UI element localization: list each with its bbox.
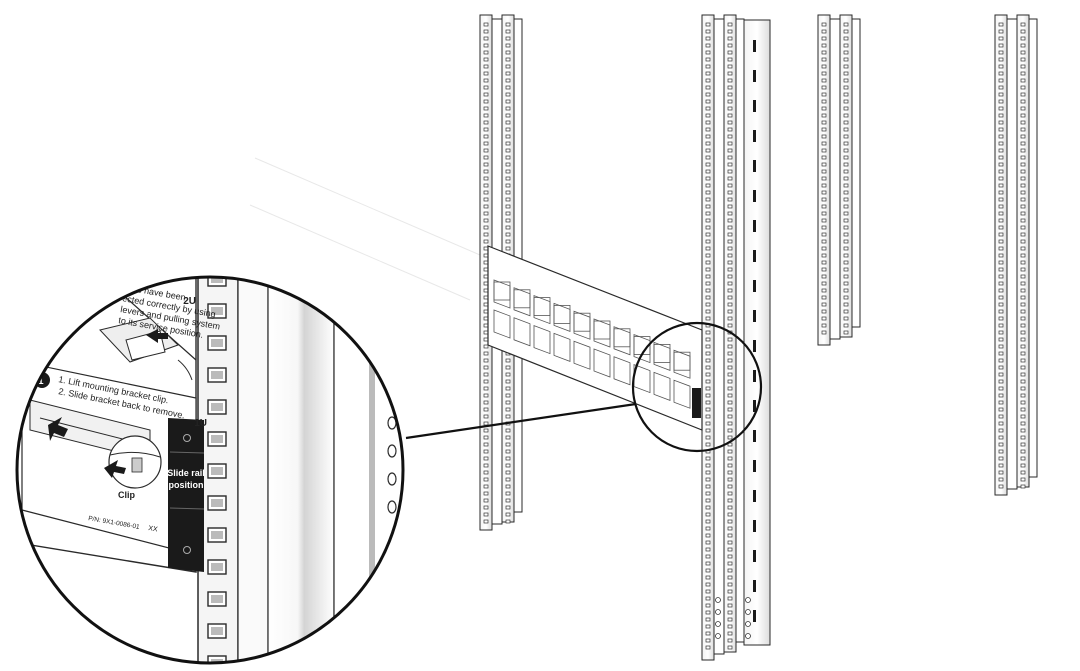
callout-leader-line	[405, 402, 637, 440]
badge-text-line-2: position	[169, 480, 204, 490]
strip-badge	[692, 388, 701, 418]
badge-text-line-1: Slide rail	[167, 468, 205, 478]
callout-circle-large	[15, 275, 405, 665]
slide-rail-position-badge: Slide rail position	[167, 418, 205, 572]
arrow-icon-2	[48, 417, 68, 441]
rack-post-front-flange	[715, 19, 771, 646]
label-top-panel: rails have been ected correctly by using…	[94, 277, 221, 381]
callout-circle-small	[631, 321, 763, 453]
arrow-step-number: 2	[60, 438, 66, 449]
lift-arrow-icon	[104, 460, 126, 478]
clip-label: Clip	[118, 490, 136, 500]
magnified-inset: rails have been ected correctly by using…	[17, 277, 403, 663]
rack-post-front-left	[701, 14, 745, 661]
label-lower-panel: 1 1. Lift mounting bracket clip. 2. Slid…	[21, 361, 197, 556]
rack-unit-1u: 1U	[194, 418, 207, 429]
mounting-label-strip	[487, 245, 703, 431]
rack-post-rear-right	[817, 14, 861, 346]
rack-post-far-right	[994, 14, 1038, 496]
rack-unit-2u: 2U	[183, 296, 196, 307]
perspective-guides	[249, 157, 481, 301]
revision-code: XX	[148, 525, 159, 534]
rail-square-holes	[207, 277, 227, 663]
step-number: 1	[38, 376, 44, 387]
